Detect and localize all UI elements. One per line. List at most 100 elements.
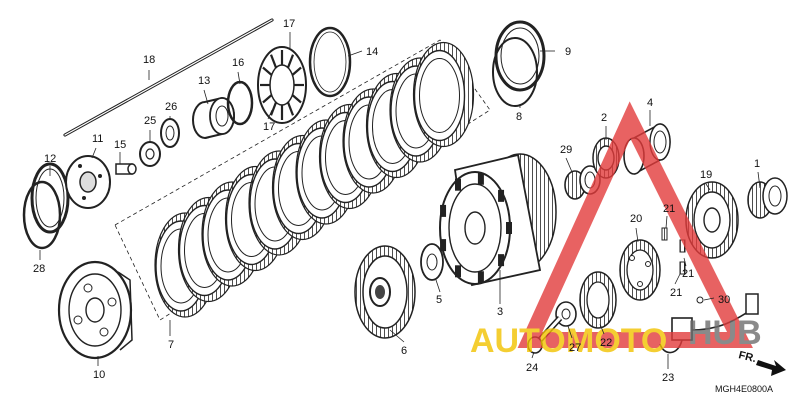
callout-17-bottom: 17 xyxy=(263,121,275,133)
spring-spokes xyxy=(260,50,304,120)
front-direction-indicator: FR. xyxy=(737,349,786,376)
callout-18: 18 xyxy=(143,54,155,66)
callout-22: 22 xyxy=(600,337,612,349)
leader-line xyxy=(674,273,681,285)
spring-spoke xyxy=(286,54,295,69)
plate-22 xyxy=(579,271,617,329)
callout-13: 13 xyxy=(198,75,210,87)
spring-spoke xyxy=(269,101,278,116)
spring-spoke xyxy=(286,101,295,116)
outer-slot xyxy=(477,172,484,185)
callout-labels: 1 2 3 4 5 6 7 8 9 10 11 12 13 14 15 16 1… xyxy=(33,18,760,384)
thrust-washer-5 xyxy=(420,243,444,281)
leader-line xyxy=(567,325,573,339)
outer-slot xyxy=(498,189,505,202)
callout-7: 7 xyxy=(168,339,174,351)
leader-line xyxy=(757,171,761,189)
spring-spoke xyxy=(291,94,302,104)
wire-ring-14 xyxy=(308,26,352,98)
callout-6: 6 xyxy=(401,345,407,357)
leader-line xyxy=(683,257,687,267)
clutch-center-6 xyxy=(354,245,416,339)
callout-leaders xyxy=(39,32,761,369)
watermark-word-auto: AUTO xyxy=(470,322,566,360)
leader-line xyxy=(531,351,535,359)
callout-26: 26 xyxy=(165,101,177,113)
callout-28: 28 xyxy=(33,263,45,275)
gear-20 xyxy=(619,239,661,301)
spring-spoke xyxy=(262,66,273,76)
callout-11: 11 xyxy=(92,133,103,145)
callout-21-bottom: 21 xyxy=(670,287,682,299)
callout-4: 4 xyxy=(647,97,653,109)
pressure-plate-10 xyxy=(57,260,133,360)
outer-slot xyxy=(455,178,461,191)
watermark-triangle xyxy=(517,101,753,348)
leader-line xyxy=(347,50,363,57)
callout-30: 30 xyxy=(718,294,730,306)
ring-16 xyxy=(226,80,254,126)
outer-slot xyxy=(477,271,484,284)
spring-spoke xyxy=(262,94,273,104)
outer-slot xyxy=(440,204,447,217)
callout-8: 8 xyxy=(516,111,522,123)
collar-13 xyxy=(192,96,235,139)
callout-12: 12 xyxy=(44,153,56,165)
pushrod-highlight xyxy=(64,19,273,136)
leader-line xyxy=(267,109,273,120)
clutch-outer-3 xyxy=(439,153,557,287)
callout-15: 15 xyxy=(114,139,126,151)
snap-ring-28 xyxy=(22,180,62,250)
callout-27: 27 xyxy=(569,342,581,354)
outer-slot xyxy=(440,239,447,252)
leader-line xyxy=(435,279,441,293)
callout-9: 9 xyxy=(565,46,571,58)
leader-line xyxy=(565,157,573,173)
callout-21-top: 21 xyxy=(663,203,675,215)
front-arrow-icon xyxy=(756,360,786,376)
lock-nut-25 xyxy=(139,141,161,167)
spring-spoke xyxy=(291,66,302,76)
leader-line xyxy=(703,297,715,301)
clutch-plate-pack xyxy=(114,39,491,321)
leader-line xyxy=(203,89,209,105)
callout-2: 2 xyxy=(601,112,607,124)
part-code: MGH4E0800A xyxy=(715,384,773,394)
judder-spring-17 xyxy=(257,46,307,124)
lifter-piece-15 xyxy=(115,163,137,175)
leader-line xyxy=(705,183,711,191)
callout-21-middle: 21 xyxy=(682,268,694,280)
callout-1: 1 xyxy=(754,158,760,170)
leader-line xyxy=(665,215,668,229)
outer-slot xyxy=(455,265,461,278)
callout-16: 16 xyxy=(232,57,244,69)
outer-slot xyxy=(506,222,512,234)
leader-line xyxy=(389,329,405,343)
leader-line xyxy=(91,147,97,159)
lifter-plate-11 xyxy=(65,155,111,209)
callout-10: 10 xyxy=(93,369,105,381)
callout-17-top: 17 xyxy=(283,18,295,30)
clutch-plate xyxy=(412,41,475,148)
front-direction-label: FR. xyxy=(737,349,757,365)
callout-29: 29 xyxy=(560,144,572,156)
callout-23: 23 xyxy=(662,372,674,384)
needle-bearing-1 xyxy=(747,177,788,219)
callout-24: 24 xyxy=(526,362,538,374)
watermark-word-moto: MOTO xyxy=(566,322,667,360)
callout-19: 19 xyxy=(700,169,712,181)
callout-20: 20 xyxy=(630,213,642,225)
callout-14: 14 xyxy=(366,46,378,58)
leader-line xyxy=(237,71,241,85)
washer-26 xyxy=(160,118,180,148)
outer-slot xyxy=(498,254,505,267)
callout-3: 3 xyxy=(497,306,503,318)
callout-25: 25 xyxy=(144,115,156,127)
outer-slots xyxy=(440,172,512,284)
starter-gear-19 xyxy=(685,181,739,259)
watermark: AUTO MOTO HUB xyxy=(470,101,762,360)
watermark-word-hub: HUB xyxy=(688,314,762,352)
spring-spoke xyxy=(269,54,278,69)
